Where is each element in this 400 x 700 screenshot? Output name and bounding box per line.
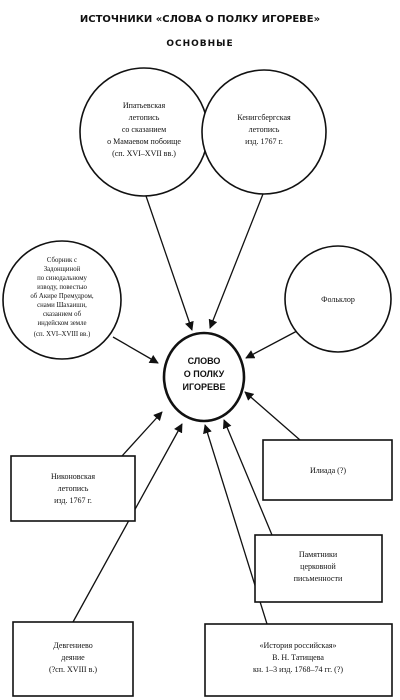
node-ipatievskaya: Ипатьевская летопись со сказанием о Мама…	[79, 67, 209, 197]
node-nikonovskaya-line-2: летопись	[58, 484, 89, 493]
node-iliad-rect	[262, 439, 393, 501]
node-ipatievskaya-line-4: о Мамаевом побоище	[107, 137, 181, 146]
center-line-3: ИГОРЕВЕ	[183, 382, 226, 392]
node-nikonovskaya-line-1: Никоновская	[51, 472, 95, 481]
node-folklore-circle	[284, 245, 392, 353]
center-node: СЛОВО О ПОЛКУ ИГОРЕВЕ	[162, 331, 246, 423]
center-line-2: О ПОЛКУ	[184, 369, 225, 379]
node-sbornik-line-1: Сборник с	[47, 257, 77, 264]
node-ipatievskaya-line-5: (сп. XVI–XVII вв.)	[112, 149, 176, 158]
node-konigsberg-line-2: летопись	[249, 125, 280, 134]
node-tatishchev-line-1: «История российская»	[259, 641, 336, 650]
node-devgenievo-line-3: (?сп. XVIII в.)	[49, 665, 97, 674]
node-nikonovskaya-rect	[10, 455, 136, 522]
arrow-folklore	[245, 330, 298, 359]
node-folklore: Фольклор	[284, 245, 392, 353]
center-line-1: СЛОВО	[188, 356, 221, 366]
arrow-devgenievo	[72, 423, 183, 623]
arrow-ipatievskaya	[145, 195, 194, 331]
node-tatishchev-rect	[204, 623, 393, 697]
node-konigsberg-circle	[201, 69, 327, 195]
node-sbornik-circle	[2, 240, 122, 360]
node-konigsberg-line-3: изд. 1767 г.	[245, 137, 283, 146]
node-church: Памятники церковной письменности	[254, 534, 383, 603]
arrow-iliad	[244, 391, 301, 441]
node-devgenievo: Девгениево деяние (?сп. XVIII в.)	[12, 621, 134, 697]
node-tatishchev: «История российская» В. Н. Татищева кн. …	[204, 623, 393, 697]
arrow-sbornik	[112, 336, 159, 364]
node-tatishchev-line-2: В. Н. Татищева	[272, 653, 324, 662]
arrows	[72, 193, 301, 625]
node-nikonovskaya-line-3: изд. 1767 г.	[54, 496, 92, 505]
diagram-title: ИСТОЧНИКИ «СЛОВА О ПОЛКУ ИГОРЕВЕ»	[80, 14, 320, 25]
node-devgenievo-line-2: деяние	[61, 653, 85, 662]
arrow-nikonovskaya	[121, 411, 163, 457]
node-iliad: Илиада (?)	[262, 439, 393, 501]
node-sbornik-line-8: индейском земле	[37, 320, 86, 327]
node-sbornik-line-9: (сп. XVI–XVIII вв.)	[34, 331, 90, 338]
node-ipatievskaya-line-1: Ипатьевская	[123, 101, 166, 110]
node-church-line-3: письменности	[294, 574, 343, 583]
node-folklore-line-1: Фольклор	[321, 295, 355, 304]
node-ipatievskaya-line-3: со сказанием	[122, 125, 166, 134]
node-sbornik-line-2: Задонщиной	[44, 266, 81, 273]
node-church-line-2: церковной	[300, 562, 336, 571]
node-sbornik-line-5: об Акире Премудром,	[30, 293, 94, 300]
node-ipatievskaya-line-2: летопись	[129, 113, 160, 122]
node-church-rect	[254, 534, 383, 603]
diagram-subtitle: ОСНОВНЫЕ	[166, 39, 233, 49]
node-sbornik: Сборник с Задонщиной по синодальному изв…	[2, 240, 122, 360]
node-nikonovskaya: Никоновская летопись изд. 1767 г.	[10, 455, 136, 522]
node-sbornik-line-7: сказанием об	[43, 311, 82, 318]
node-konigsberg-line-1: Кенигсбергская	[237, 113, 291, 122]
node-sbornik-line-3: по синодальному	[37, 275, 87, 282]
center-ellipse	[162, 331, 246, 423]
node-church-line-1: Памятники	[299, 550, 338, 559]
node-tatishchev-line-3: кн. 1–3 изд. 1768–74 гг. (?)	[253, 665, 343, 674]
arrow-konigsberg	[208, 193, 264, 329]
node-devgenievo-rect	[12, 621, 134, 697]
node-iliad-line-1: Илиада (?)	[310, 466, 346, 475]
node-devgenievo-line-1: Девгениево	[53, 641, 92, 650]
arrow-church	[222, 419, 273, 536]
node-sbornik-line-6: снами Шахаиши,	[37, 302, 87, 309]
node-sbornik-line-4: изводу, повестью	[37, 284, 87, 291]
node-konigsberg: Кенигсбергская летопись изд. 1767 г.	[201, 69, 327, 195]
